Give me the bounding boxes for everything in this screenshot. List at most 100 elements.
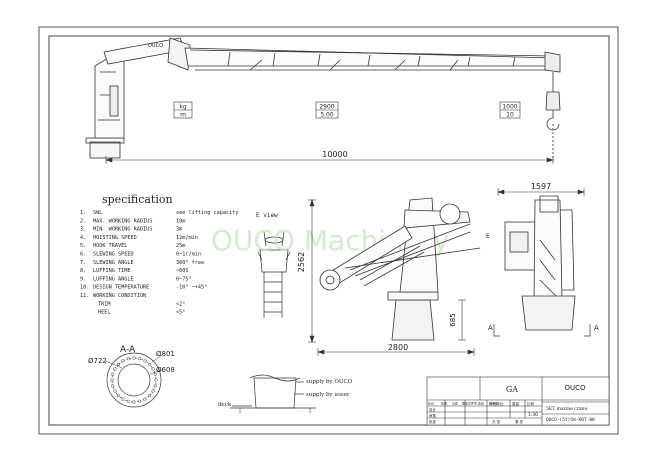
load-kg-unit: kg [179,104,186,111]
section-dia-801: Ø801 [156,350,175,358]
spec-key: HOOK TRAVEL [93,243,127,249]
spec-number: 4. [80,235,86,241]
mount-pedestal [253,377,297,409]
overall-length-label: 10000 [322,150,347,159]
stowed-boom-brace [344,223,481,277]
title-company: OUCO [564,384,586,392]
spec-key: HOISTING SPEED [93,235,137,241]
outer-frame [38,26,619,435]
load-kg-10m: 1000 [502,104,517,111]
spec-key: SLEWING ANGLE [93,260,134,266]
bolt-hole [138,399,142,403]
spec-key: SWL [93,210,102,216]
spec-number: 11. [80,293,89,299]
spec-key: HEEL [98,310,111,316]
supply-by-user: supply by usser [306,392,350,398]
bolt-hole [116,362,120,366]
bolt-hole [113,389,117,393]
overall-length-dimension [105,156,554,164]
side-view-extended [85,37,561,160]
bolt-hole [126,399,130,403]
title-revision-cell: 标记 [428,401,434,406]
spec-value: 0~1r/min [176,252,201,258]
title-scale: 1:30 [528,412,538,418]
spec-key: MAX. WORKING RADIUS [93,218,152,224]
spec-key: LUFFING TIME [93,268,130,274]
flange-inner [117,363,151,397]
spec-row: TRIM<2° [98,301,185,307]
rear-right-structure [560,209,575,291]
ladder-rungs [264,281,282,313]
rear-bracing [539,239,557,297]
stowed-knuckle [439,203,461,225]
seat-arms [257,251,291,261]
section-markers [493,324,591,337]
boom-tip [544,51,561,73]
bolt-hole [111,384,115,388]
e-view-detail [257,231,291,318]
supply-by-ouco: supply by OUCO [306,379,353,385]
title-revision-row: 标记处数分区更改文件号签名年月日 [428,401,499,406]
spec-number: 10. [80,285,89,291]
telescopic-boom-top [189,49,553,57]
section-leaders [105,354,163,375]
bolt-hole [121,359,125,363]
title-page: 第 张 [515,419,524,424]
title-revision-cell: 更改文件号 [462,401,477,406]
bolt-hole [110,378,114,382]
stowed-pedestal [391,299,435,341]
bolt-holes [110,356,158,404]
title-revision-cell: 签名 [478,401,484,406]
pedestal-base [89,141,121,159]
spec-value: 10m [176,218,185,224]
section-dia-608: Ø608 [156,366,175,374]
stowed-cylinder [359,245,425,287]
spec-key: WORKING CONDITION [93,293,146,299]
load-m-10m: 10 [506,112,514,119]
bolt-hole [121,397,125,401]
section-title: A-A [120,345,136,355]
spec-row: 11. WORKING CONDITION [80,293,146,299]
title-design: 设计 [429,407,437,412]
inner-frame [48,35,610,426]
rear-control-box [509,231,529,253]
bolt-hole [111,372,115,376]
seat-frame [259,249,289,273]
view-marker-e: E [486,233,490,240]
bolt-hole [151,367,155,371]
spec-number: 1. [80,210,86,216]
spec-number: 2. [80,218,86,224]
bolt-hole [132,400,136,404]
spec-number: 7. [80,260,86,266]
bolt-hole [116,394,120,398]
base-length-label: 2800 [388,343,408,352]
load-kg-5m: 2900 [319,104,334,111]
spec-title: specification [102,193,173,206]
rear-width-label: 1597 [531,182,551,191]
deck-hatch [239,408,311,414]
spec-value: -10° ~+45° [176,285,207,291]
bolt-hole [151,389,155,393]
spec-row: HEEL <5° [98,310,185,316]
side-view-stowed [319,197,481,341]
spec-number: 8. [80,268,86,274]
title-approve: 批准 [429,419,437,424]
title-stage: 阶段标记 [489,401,503,406]
spec-row: 2. MAX. WORKING RADIUS 10m [80,218,185,224]
load-table: kg m 2900 5.00 1000 10 [173,101,521,119]
deck-mount-detail [230,374,316,414]
title-block [426,376,610,426]
section-marker-left: A [488,324,493,332]
load-cell-unit: kg m [173,101,193,119]
title-revision-cell: 年月日 [490,401,499,406]
bolt-hole [143,359,147,363]
spec-number: 6. [80,252,86,258]
spec-value: <5° [176,310,185,316]
